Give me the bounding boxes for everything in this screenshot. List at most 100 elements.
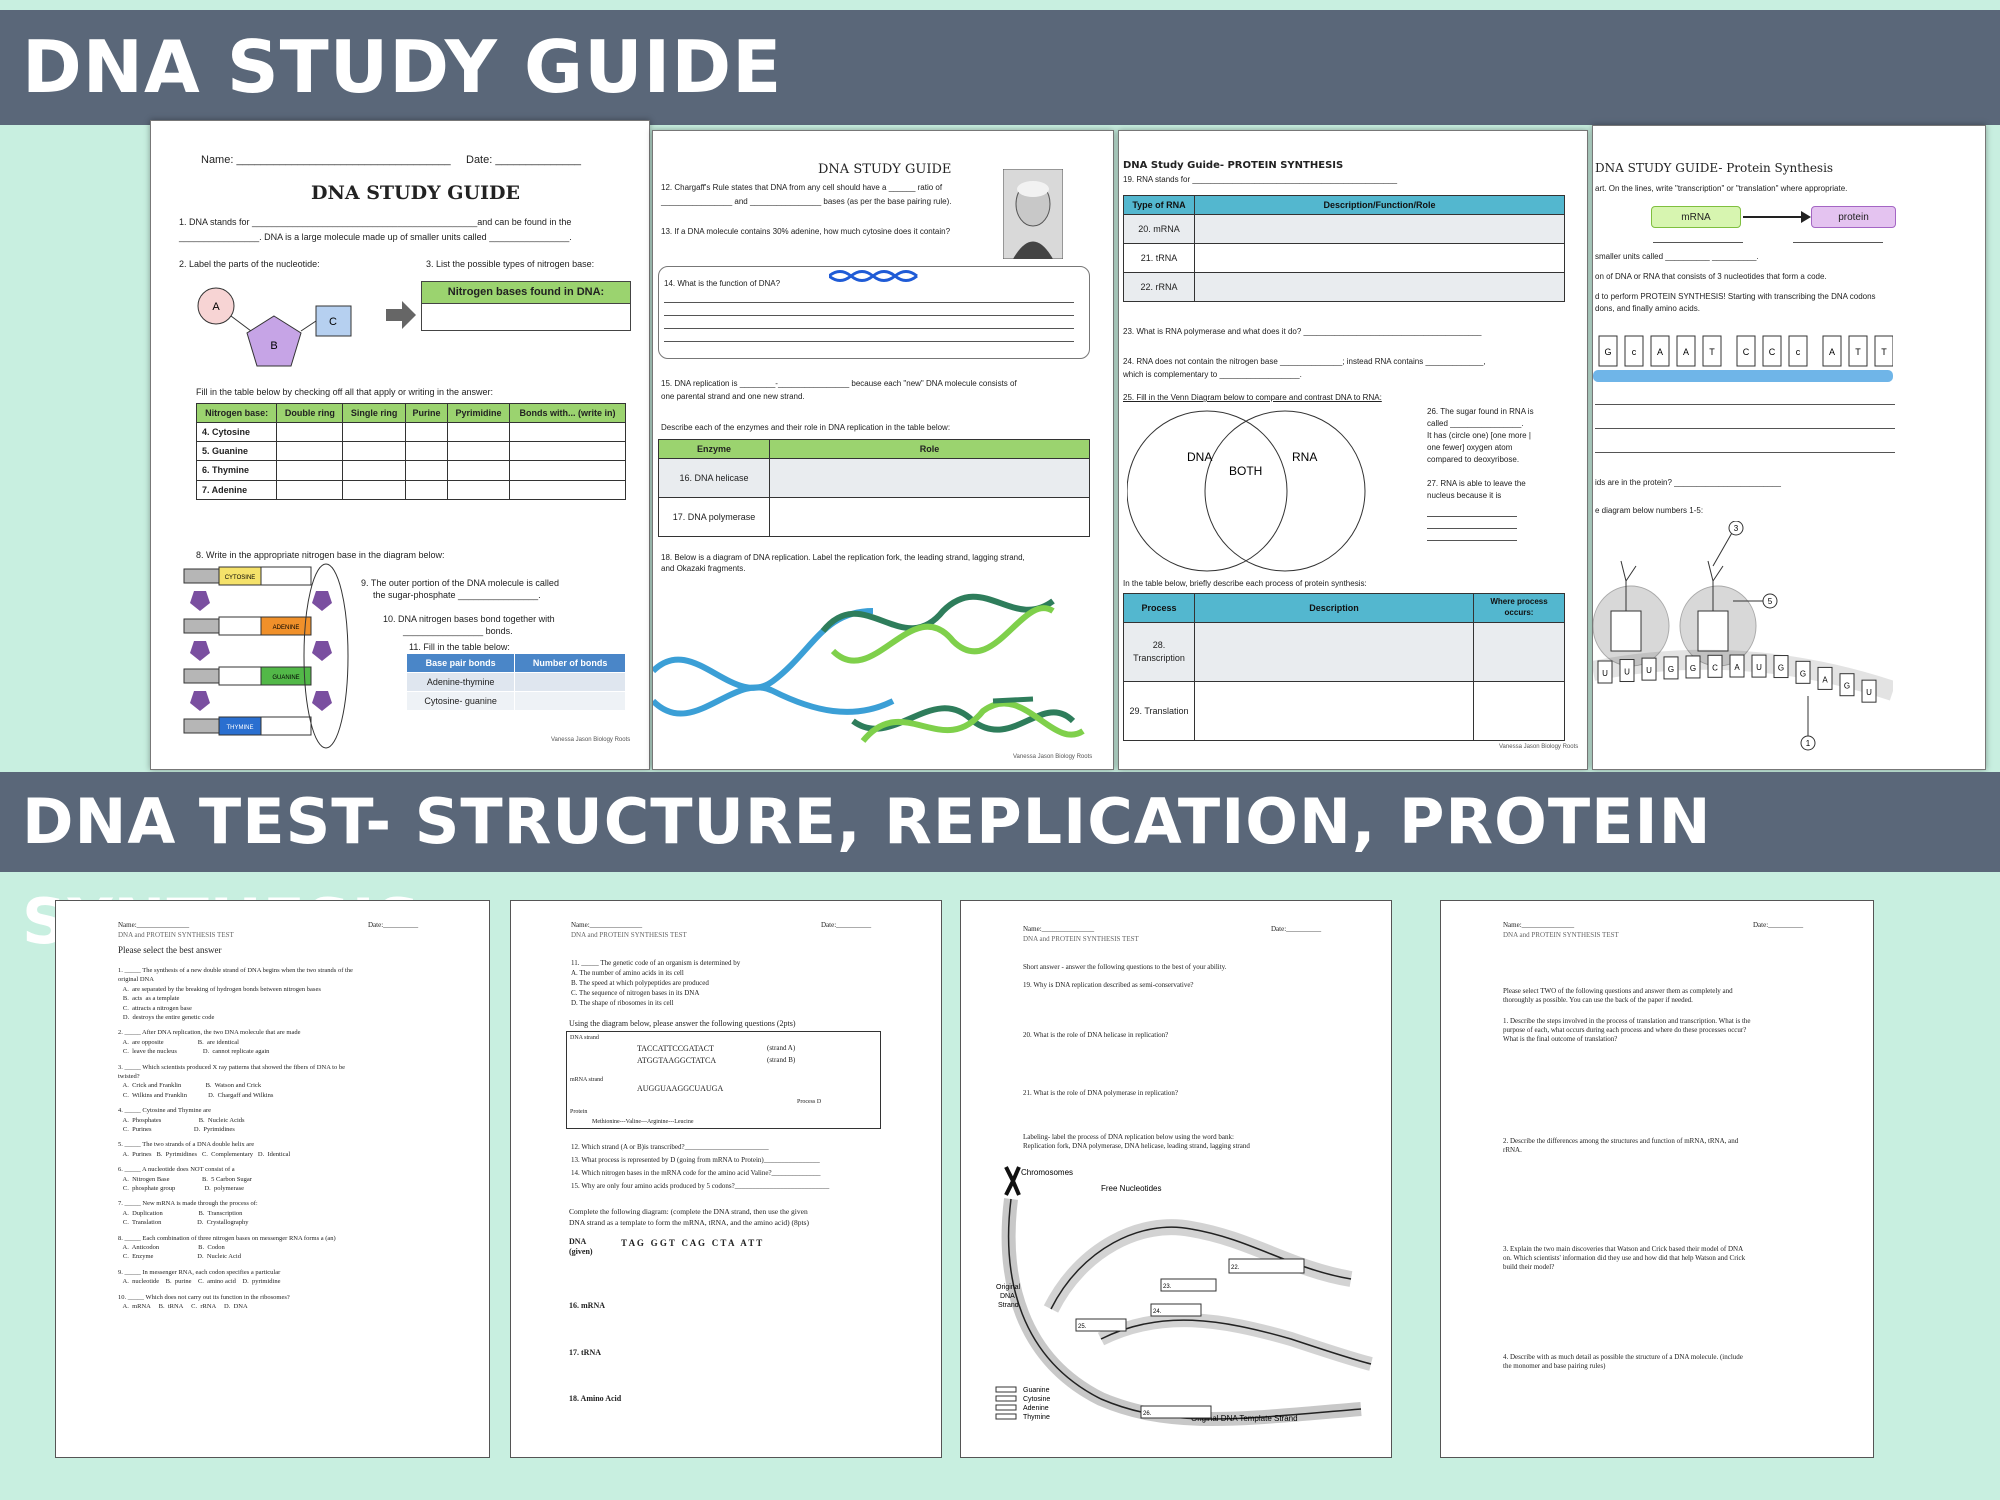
legend-item: Thymine xyxy=(1023,1414,1050,1421)
mrna-base-letter: G xyxy=(1668,665,1674,674)
table-header: Number of bonds xyxy=(514,652,626,674)
nitrogen-base-box-title: Nitrogen bases found in DNA: xyxy=(422,282,630,304)
answer-option: C. attracts a nitrogen base xyxy=(118,1004,192,1012)
given-label: (given) xyxy=(569,1247,593,1256)
essay-question-3-cont: on. Which scientists' information did th… xyxy=(1503,1254,1746,1262)
table-row: 29. Translation xyxy=(1123,680,1565,741)
study-guide-page-4: DNA STUDY GUIDE- Protein Synthesis art. … xyxy=(1592,125,1986,770)
dna-label: DNA xyxy=(569,1237,587,1246)
credit: Vanessa Jason Biology Roots xyxy=(1499,744,1579,750)
credit: Vanessa Jason Biology Roots xyxy=(551,737,631,743)
table-row: Adenine-thymine xyxy=(405,672,626,693)
table-intro: Fill in the table below by checking off … xyxy=(196,387,493,397)
process-instructions: In the table below, briefly describe eac… xyxy=(1123,579,1367,588)
instructions: Please select TWO of the following quest… xyxy=(1503,987,1733,995)
name-field: Name:_______________ xyxy=(571,921,643,929)
answer-option: D. destroys the entire genetic code xyxy=(118,1014,215,1021)
base-pair-table: Base pair bonds Number of bonds Adenine-… xyxy=(405,652,626,712)
essay-question-1-cont: What is the final outcome of translation… xyxy=(1503,1035,1618,1043)
table-row: 20. mRNA xyxy=(1123,214,1565,245)
question-15-cont: one parental strand and one new strand. xyxy=(661,392,805,401)
essay-question-1: 1. Describe the steps involved in the pr… xyxy=(1503,1017,1751,1025)
enzyme-table: Enzyme Role 16. DNA helicase 17. DNA pol… xyxy=(658,438,1090,538)
answer-option: C. Wilkins and Franklin D. Chargaff and … xyxy=(118,1091,274,1099)
dna-helix-icon xyxy=(829,270,918,282)
codon-base-letter: A xyxy=(1657,347,1663,357)
test-title: DNA and PROTEIN SYNTHESIS TEST xyxy=(118,931,234,939)
enzyme-instructions: Describe each of the enzymes and their r… xyxy=(661,423,951,432)
question-3: 3. List the possible types of nitrogen b… xyxy=(426,259,595,269)
nucleotide-label-a: A xyxy=(212,301,220,313)
codon-base-box xyxy=(1650,335,1670,367)
answer-option: A. The number of amino acids in its cell xyxy=(571,969,684,977)
table-row: 6. Thymine xyxy=(195,460,627,481)
question-item: 8. _____ Each combination of three nitro… xyxy=(118,1234,336,1242)
answer-option: A. are separated by the breaking of hydr… xyxy=(118,985,321,993)
codon-base-box xyxy=(1788,335,1808,367)
dna-replication-diagram xyxy=(653,593,1085,743)
codon-base-box xyxy=(1624,335,1644,367)
question-15: 15. Why are only four amino acids produc… xyxy=(571,1182,830,1190)
question-13: 13. What process is represented by D (go… xyxy=(571,1156,820,1164)
question-item: 9. _____ In messenger RNA, each codon sp… xyxy=(118,1268,281,1276)
blank-label: 24. xyxy=(1153,1309,1162,1315)
name-field: Name:_______________ xyxy=(1503,921,1575,929)
answer-option: A. nucleotide B. purine C. amino acid D.… xyxy=(118,1278,281,1286)
codon-base-letter: T xyxy=(1855,347,1861,357)
page-title: DNA Study Guide- PROTEIN SYNTHESIS xyxy=(1123,160,1344,171)
table-header: Process xyxy=(1123,593,1195,623)
codon-base-letter: G xyxy=(1604,347,1611,357)
codon-base-letter: C xyxy=(1769,347,1776,357)
trna-answer-label: 17. tRNA xyxy=(569,1348,601,1357)
instructions-cont: thoroughly as possible. You can use the … xyxy=(1503,996,1693,1004)
blank-label: 23. xyxy=(1163,1284,1172,1290)
nucleotide-label-c: C xyxy=(329,316,337,328)
question-12: 12. Chargaff's Rule states that DNA from… xyxy=(661,183,943,192)
question-27: 27. RNA is able to leave the xyxy=(1427,479,1526,488)
codon-base-letter: c xyxy=(1632,347,1637,357)
answer-option: A. Crick and Franklin B. Watson and Cric… xyxy=(118,1082,262,1090)
mrna-base-box xyxy=(1861,679,1877,703)
page-title: DNA STUDY GUIDE- Protein Synthesis xyxy=(1595,161,1834,175)
essay-question-2-cont: rRNA. xyxy=(1503,1146,1522,1154)
table-row: Cytosine- guanine xyxy=(405,691,626,712)
diagram-instructions: Using the diagram below, please answer t… xyxy=(569,1019,796,1028)
mrna-answer-label: 16. mRNA xyxy=(569,1301,605,1310)
dna-ladder-diagram: CYTOSINE ADENINE GUANINE THYMINE xyxy=(183,563,349,749)
table-header: Role xyxy=(769,438,1090,460)
essay-question-4: 4. Describe with as much detail as possi… xyxy=(1503,1353,1743,1361)
original-strand-label: Strand xyxy=(998,1302,1019,1309)
codon-base-box xyxy=(1598,335,1618,367)
table-row: 28. Transcription xyxy=(1123,621,1565,682)
mrna-base-letter: U xyxy=(1756,663,1762,672)
test-title: DNA and PROTEIN SYNTHESIS TEST xyxy=(571,931,687,939)
ladder-label: CYTOSINE xyxy=(225,575,256,581)
complete-instructions-cont: DNA strand as a template to form the mRN… xyxy=(569,1218,809,1227)
original-strand-label: DNA xyxy=(1000,1293,1015,1300)
table-header: Enzyme xyxy=(658,438,770,460)
mrna-base-box xyxy=(1685,655,1701,679)
test-page-4: Name:_______________ Date:__________ DNA… xyxy=(1440,900,1874,1458)
test-page-1: Name:_______________ Date:__________ DNA… xyxy=(55,900,490,1458)
dna-sequence: T A G G G T C A G C T A A T T xyxy=(621,1238,763,1248)
question-20: 20. What is the role of DNA helicase in … xyxy=(1023,1031,1169,1039)
answer-option: C. The sequence of nitrogen bases in its… xyxy=(571,989,700,997)
question-9-cont: the sugar-phosphate ________________. xyxy=(373,590,541,600)
question-item: 5. _____ The two strands of a DNA double… xyxy=(118,1141,255,1149)
nitrogen-base-box: Nitrogen bases found in DNA: xyxy=(421,281,631,331)
question-21: 21. What is the role of DNA polymerase i… xyxy=(1023,1089,1178,1097)
question-diagram: e diagram below numbers 1-5: xyxy=(1595,506,1704,515)
question-1: 1. DNA stands for ______________________… xyxy=(179,217,572,227)
codon-base-letter: A xyxy=(1829,347,1835,357)
question-11: 11. _____ The genetic code of an organis… xyxy=(571,959,741,967)
test-page-3: Name:_______________ Date:__________ DNA… xyxy=(960,900,1392,1458)
mrna-base-letter: U xyxy=(1624,668,1630,677)
question-item: 10. _____ Which does not carry out its f… xyxy=(118,1293,290,1301)
codon-base-letter: T xyxy=(1881,347,1887,357)
question-14-box: 14. What is the function of DNA? xyxy=(658,266,1090,359)
replication-labeling-diagram: Chromosomes Free Nucleotides Original DN… xyxy=(995,1166,1373,1426)
mrna-base-box xyxy=(1817,666,1833,690)
codon-base-box xyxy=(1762,335,1782,367)
